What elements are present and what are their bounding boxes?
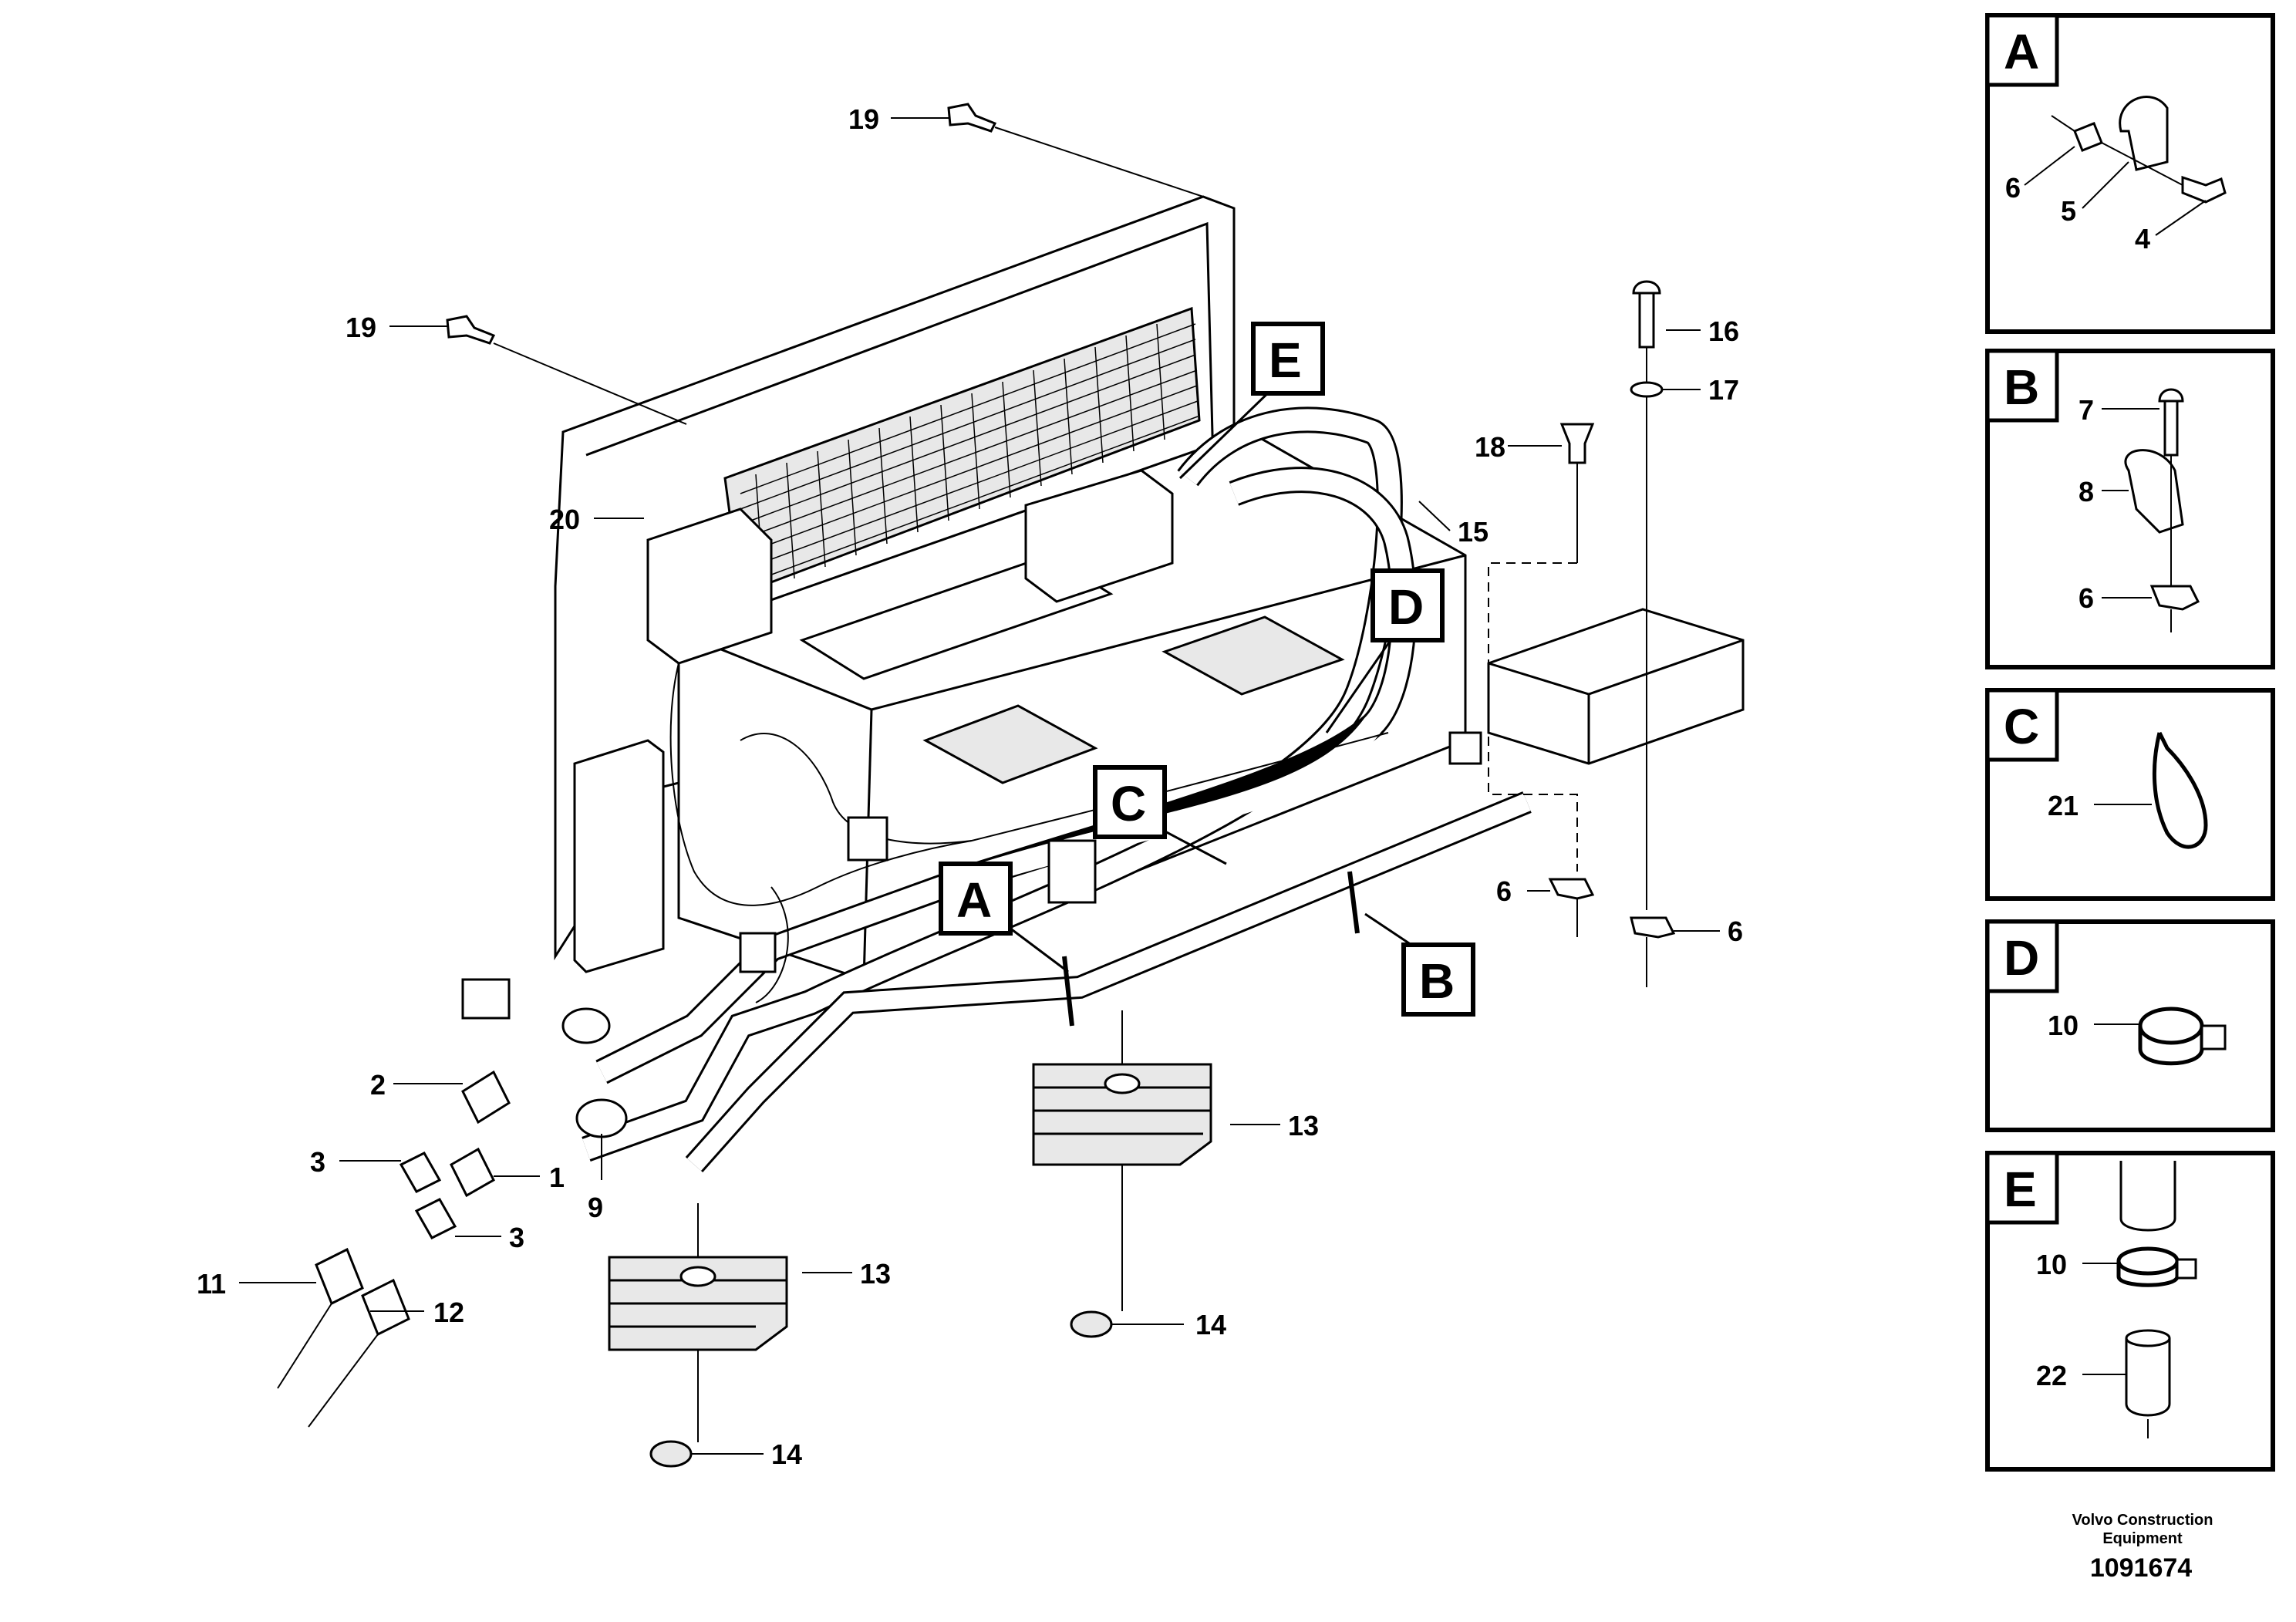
callout-15: 15 bbox=[1458, 516, 1489, 548]
panel-b-label-6: 6 bbox=[2079, 582, 2094, 614]
detail-box-b: B bbox=[1419, 953, 1455, 1009]
panel-b-label-7: 7 bbox=[2079, 394, 2094, 426]
footer-credit: Volvo Construction Equipment 1091674 bbox=[2072, 1512, 2213, 1583]
detail-box-c: C bbox=[1111, 776, 1146, 831]
panel-e-label-10: 10 bbox=[2036, 1249, 2067, 1280]
callout-17: 17 bbox=[1708, 374, 1739, 406]
detail-box-a: A bbox=[956, 872, 992, 928]
panel-e-label-22: 22 bbox=[2036, 1360, 2067, 1391]
callout-13-left: 13 bbox=[860, 1258, 891, 1290]
callout-19-left: 19 bbox=[346, 312, 376, 343]
company-name-line2: Equipment bbox=[2102, 1530, 2183, 1547]
panel-c-title: C bbox=[2004, 699, 2039, 754]
panel-d-label-10: 10 bbox=[2048, 1010, 2079, 1041]
callout-11: 11 bbox=[197, 1268, 226, 1300]
callout-13-right: 13 bbox=[1288, 1110, 1319, 1141]
detail-panel-a: A 6 5 4 bbox=[1985, 13, 2275, 334]
callout-2: 2 bbox=[370, 1069, 386, 1101]
callout-3-right: 3 bbox=[509, 1222, 524, 1253]
panel-a-title: A bbox=[2004, 24, 2039, 79]
callout-20: 20 bbox=[549, 504, 580, 535]
callout-3-left: 3 bbox=[310, 1146, 325, 1178]
detail-panel-b: B 7 8 6 bbox=[1985, 349, 2275, 669]
callout-9: 9 bbox=[588, 1192, 603, 1223]
panel-a-label-5: 5 bbox=[2061, 195, 2076, 227]
document-number: 1091674 bbox=[2090, 1553, 2192, 1583]
company-name-line1: Volvo Construction bbox=[2072, 1512, 2213, 1529]
panel-b-title: B bbox=[2004, 359, 2039, 415]
callout-6-right: 6 bbox=[1728, 916, 1743, 947]
callout-numbers: 19 19 20 18 16 17 15 6 6 13 13 14 14 2 3… bbox=[197, 103, 1743, 1470]
callout-14-left: 14 bbox=[771, 1438, 802, 1470]
callout-18: 18 bbox=[1475, 431, 1505, 463]
callout-14-right: 14 bbox=[1195, 1309, 1226, 1340]
detail-box-e: E bbox=[1269, 332, 1302, 388]
detail-box-d: D bbox=[1388, 579, 1424, 635]
panel-d-title: D bbox=[2004, 930, 2039, 986]
panel-e-title: E bbox=[2004, 1162, 2037, 1217]
detail-panel-d: D 10 bbox=[1985, 919, 2275, 1132]
detail-panel-e: E 10 22 bbox=[1985, 1151, 2275, 1472]
panel-a-label-4: 4 bbox=[2135, 223, 2150, 255]
callout-1: 1 bbox=[549, 1162, 565, 1193]
callout-19-top: 19 bbox=[848, 103, 879, 135]
detail-panel-c: C 21 bbox=[1985, 688, 2275, 901]
detail-reference-boxes: E D C A B bbox=[939, 322, 1475, 1017]
panel-a-label-6: 6 bbox=[2005, 172, 2021, 204]
callout-6-left: 6 bbox=[1496, 875, 1512, 907]
heater-unit-illustration bbox=[277, 103, 1745, 1468]
callout-12: 12 bbox=[433, 1297, 464, 1328]
panel-c-label-21: 21 bbox=[2048, 790, 2079, 821]
callout-16: 16 bbox=[1708, 315, 1739, 347]
panel-b-label-8: 8 bbox=[2079, 476, 2094, 508]
